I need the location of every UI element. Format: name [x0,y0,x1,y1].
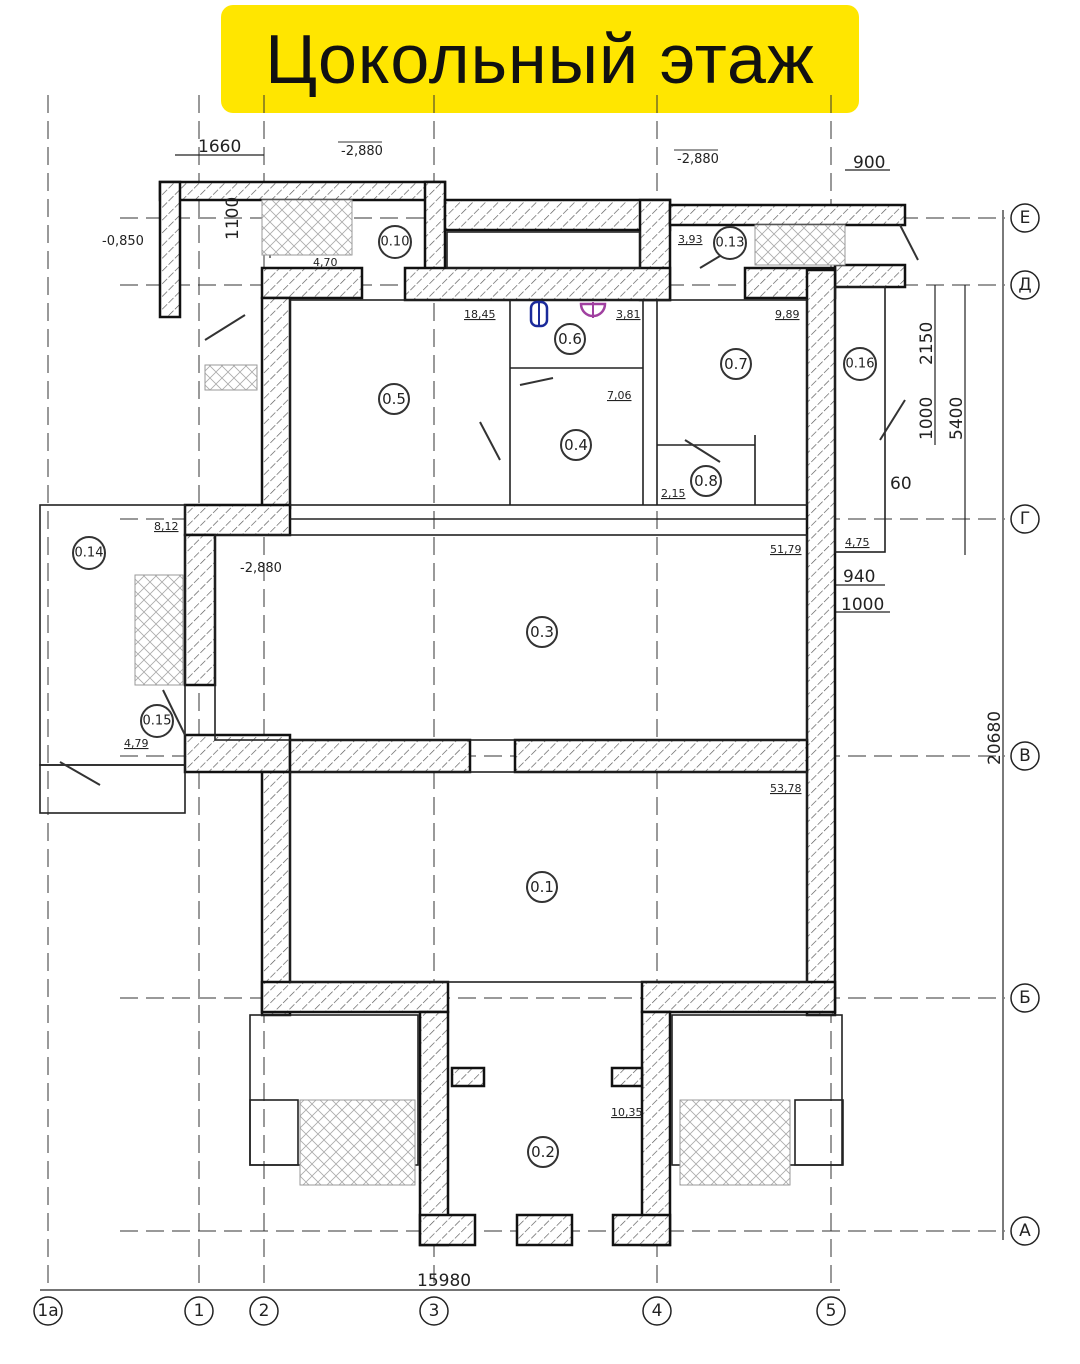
axis-3: 3 [429,1301,440,1321]
door-swings [59,224,919,786]
axis-G: Г [1020,509,1030,529]
elevation-marks: -2,880 -2,880 -0,850 -2,880 [102,141,719,576]
dim-1000-vertical: 1000 [917,397,937,440]
room-0.6: 0.6 [558,330,582,348]
room-0.15: 0.15 [143,714,172,729]
dim-1660: 1660 [198,137,241,157]
dim-5400: 5400 [947,397,967,440]
dim-2150: 2150 [917,322,937,365]
room-0.5: 0.5 [382,390,406,408]
room-0.14: 0.14 [75,546,104,561]
wc-fixture-icon [529,300,549,328]
room-0.7: 0.7 [724,355,748,373]
elevation-0.3: -2,880 [240,561,282,576]
room-markers [72,225,877,1168]
dim-1100: 1100 [223,197,243,240]
axis-bubbles [33,203,1040,1326]
elevation-left-stair: -0,850 [102,234,144,249]
room-areas: 53,78 10,35 51,79 7,06 18,45 3,81 9,89 2… [124,233,870,1119]
partitions [39,199,886,1186]
axis-B: Б [1019,988,1031,1008]
area-0.7: 9,89 [775,308,800,321]
room-0.2: 0.2 [531,1143,555,1161]
dim-20680: 20680 [985,711,1005,765]
area-0.16: 4,75 [845,536,870,549]
axis-A: А [1019,1221,1031,1241]
axis-labels: 1а 1 2 3 4 5 Е Д Г В Б А [37,208,1031,1321]
room-0.1: 0.1 [530,878,554,896]
axis-1a: 1а [37,1301,58,1321]
area-0.2: 10,35 [611,1106,643,1119]
axis-5: 5 [826,1301,837,1321]
room-0.4: 0.4 [564,436,588,454]
axis-2: 2 [259,1301,270,1321]
area-0.14: 8,12 [154,520,179,533]
room-numbers: 0.1 0.2 0.3 0.4 0.5 0.6 0.7 0.8 0.10 0.1… [75,235,875,1162]
dim-900: 900 [853,153,885,173]
dim-15980: 15980 [417,1271,471,1291]
room-0.3: 0.3 [530,623,554,641]
area-0.13: 3,93 [678,233,703,246]
elevation-0.13: -2,880 [677,152,719,167]
room-0.10: 0.10 [381,235,410,250]
dim-60: 60 [890,474,912,494]
elevation-0.10: -2,880 [341,144,383,159]
area-0.10: 4,70 [313,256,338,269]
area-0.3: 51,79 [770,543,802,556]
dimension-labels: 1660 1100 900 2150 1000 5400 60 940 1000… [198,137,1005,1291]
area-0.4: 7,06 [607,389,632,402]
room-0.13: 0.13 [716,236,745,251]
area-0.8: 2,15 [661,487,686,500]
title-banner: Цокольный этаж [221,5,859,113]
axis-4: 4 [652,1301,663,1321]
axis-V: В [1019,746,1031,766]
sink-fixture-icon [579,302,607,318]
area-0.15: 4,79 [124,737,149,750]
area-0.1: 53,78 [770,782,802,795]
area-0.5: 18,45 [464,308,496,321]
dim-1000-horizontal: 1000 [841,595,884,615]
dim-940: 940 [843,567,875,587]
room-0.8: 0.8 [694,472,718,490]
room-0.16: 0.16 [846,357,875,372]
axis-D: Д [1018,275,1031,295]
walls [158,180,907,1247]
page-title: Цокольный этаж [265,20,815,98]
axis-1: 1 [194,1301,205,1321]
area-0.6: 3,81 [616,308,641,321]
axis-E: Е [1020,208,1031,228]
